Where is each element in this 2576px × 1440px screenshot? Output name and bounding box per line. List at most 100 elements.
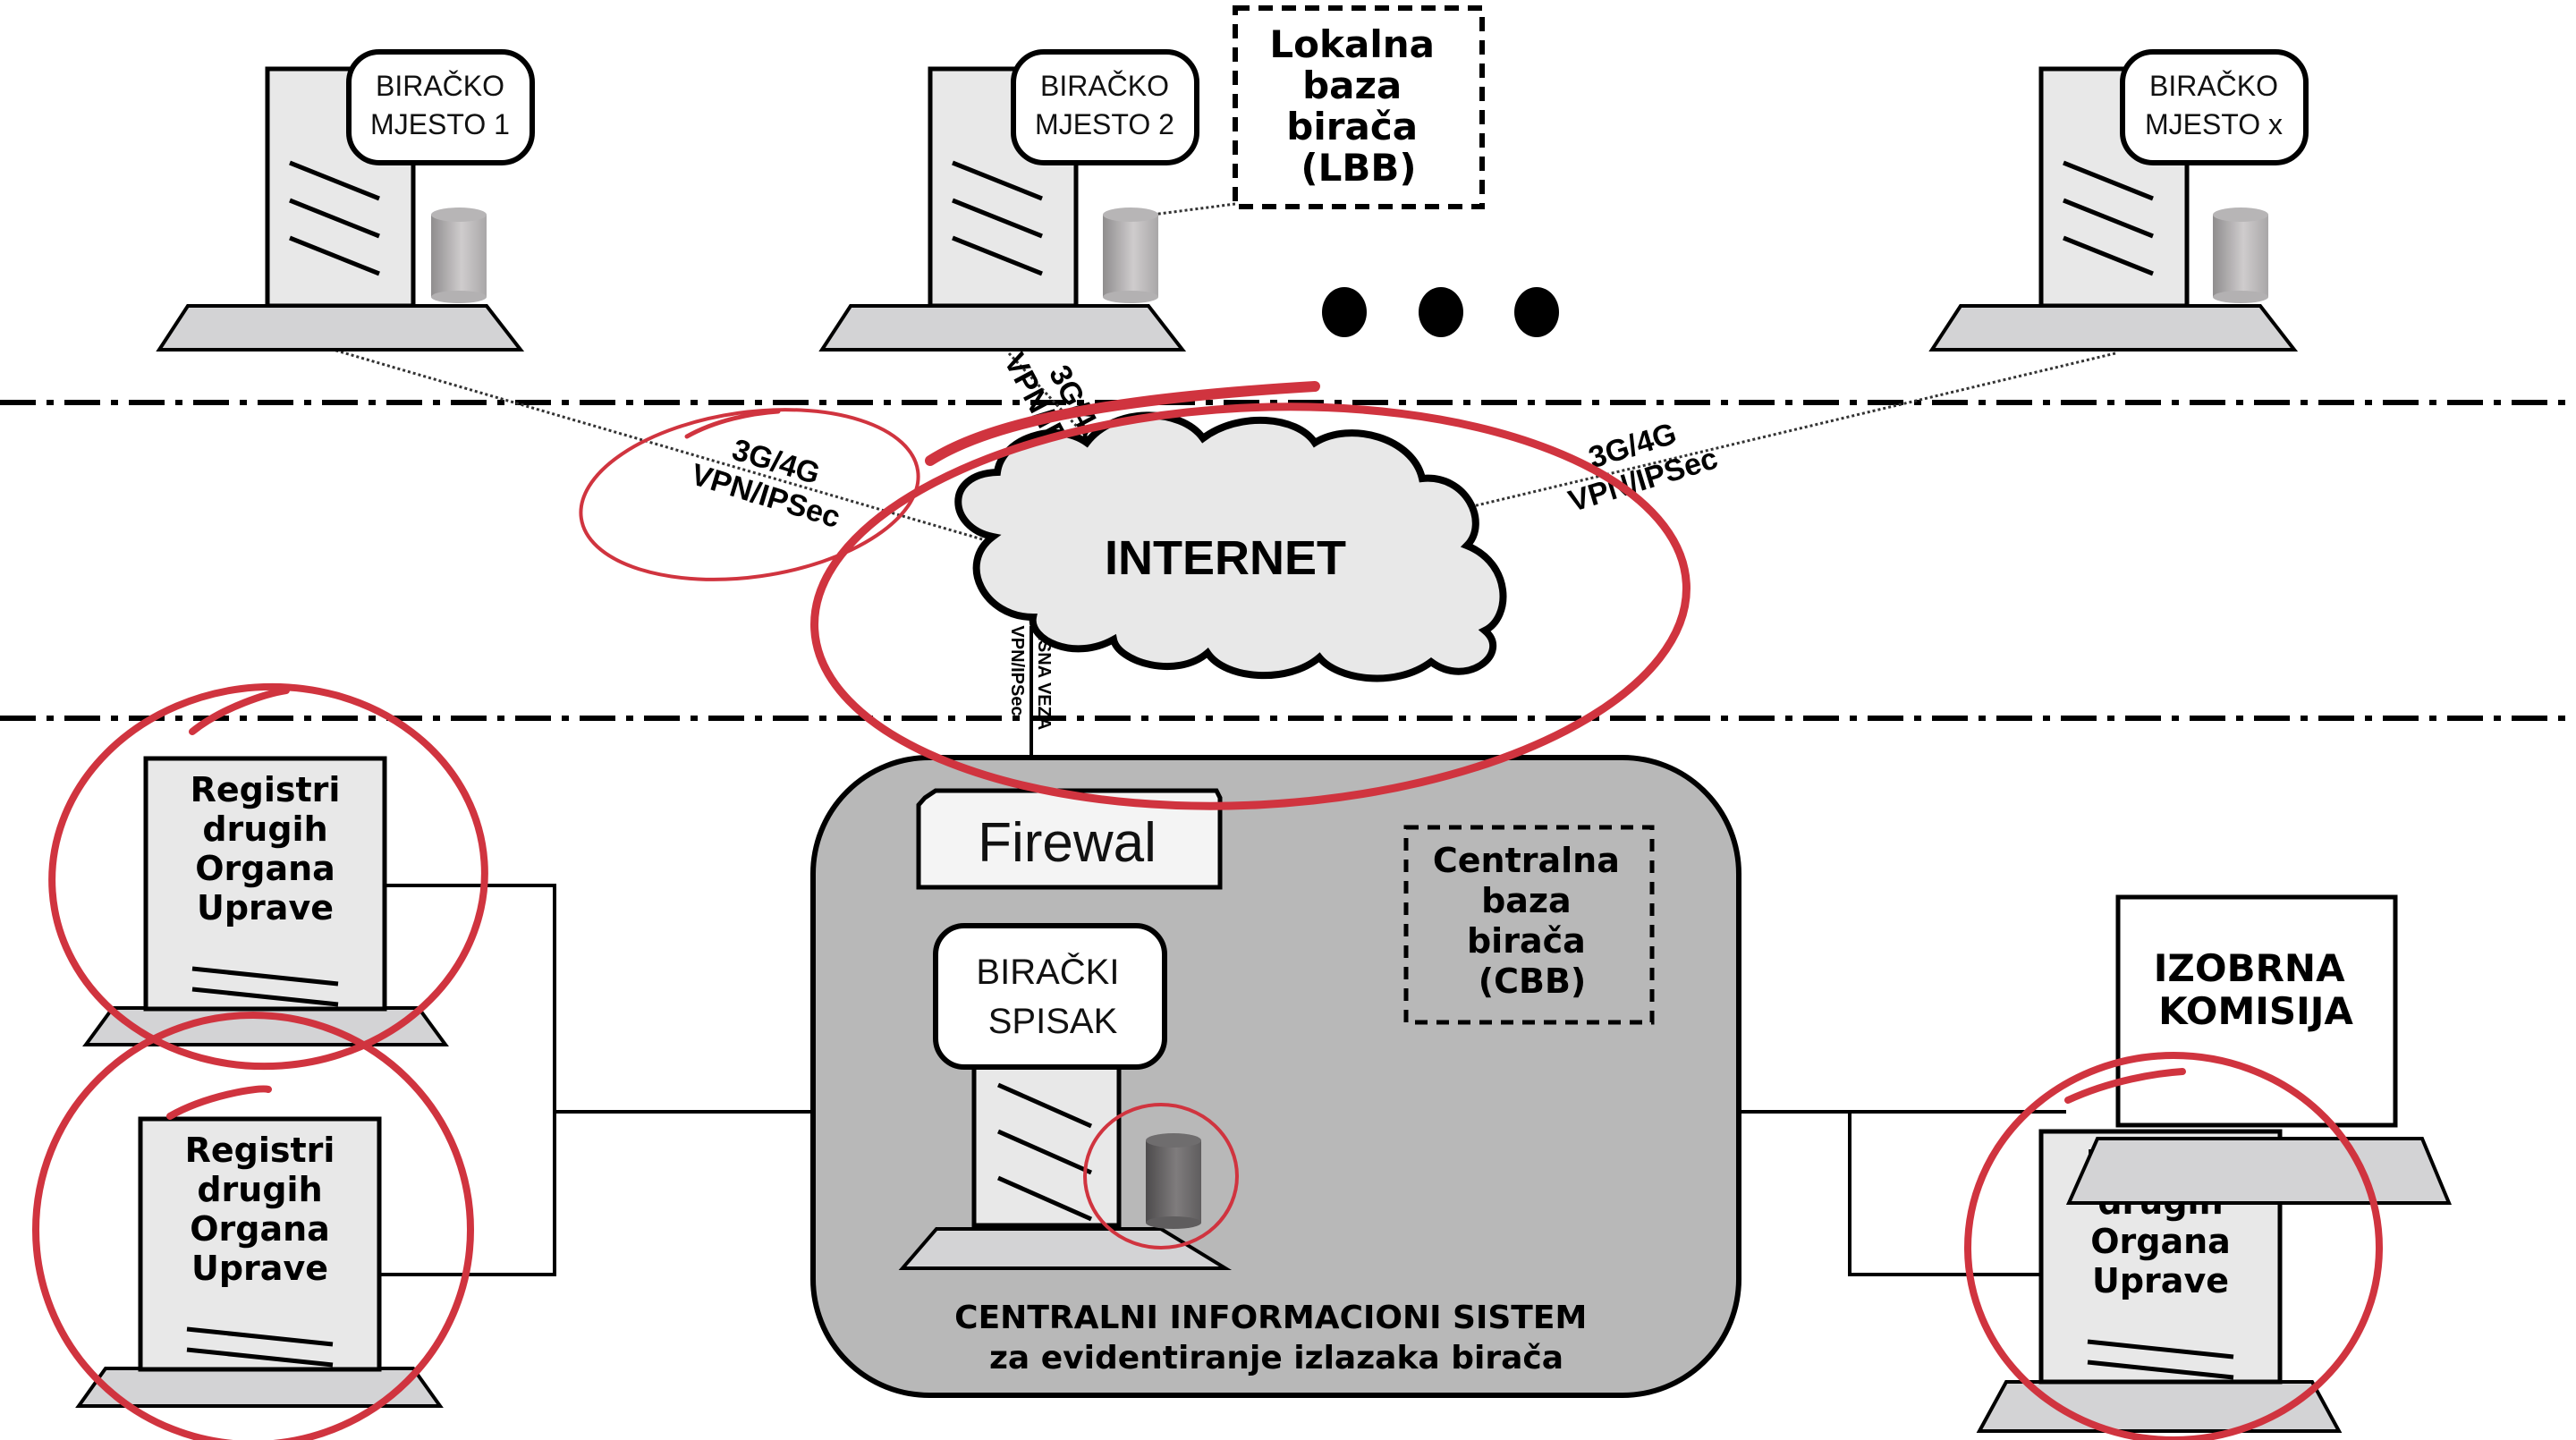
annotation-circle-internet	[810, 402, 1690, 810]
tower-stripe	[952, 160, 1043, 201]
station-label-bubble	[2120, 49, 2309, 165]
link-stationx-internet	[1457, 352, 2116, 512]
central-db-line: (CBB)	[1479, 961, 1587, 1001]
registry-stripe	[2087, 1360, 2234, 1380]
annotation-stroke-registry1	[189, 687, 290, 735]
registry-label-line: Organa	[2090, 1222, 2231, 1261]
local-db-line: baza	[1302, 64, 1402, 107]
registry-label-line: Uprave	[191, 1249, 328, 1288]
tower-stripe	[2063, 160, 2154, 201]
internet-label: INTERNET	[1105, 531, 1346, 585]
registry-tower	[138, 1116, 382, 1372]
station-label-line1: BIRAČKO	[2149, 70, 2278, 102]
annotation-stroke-left-link	[684, 409, 781, 439]
voter-list-line1: BIRAČKI	[976, 952, 1119, 992]
polling-station-2[interactable]: BIRAČKO MJESTO 2	[818, 49, 1199, 352]
annotation-circle-registry1	[48, 682, 488, 1071]
registry-label-line: Uprave	[2092, 1261, 2229, 1300]
annotation-stroke-internet-top	[925, 381, 1320, 466]
tower-stripe	[952, 235, 1043, 276]
registry-label-line: drugih	[202, 809, 327, 849]
central-system-subtitle: za evidentiranje izlazaka birača	[989, 1340, 1563, 1376]
internet-cloud-icon[interactable]: INTERNET	[954, 411, 1507, 682]
central-information-system: Firewal BIRAČKI SPISAK Centralna baza bi…	[810, 755, 1741, 1398]
central-db-box[interactable]: Centralna baza birača (CBB)	[1403, 825, 1655, 1025]
station-label-line1: BIRAČKO	[376, 70, 504, 102]
local-db-box[interactable]: Lokalna baza birača (LBB)	[1233, 5, 1485, 209]
station-label-line1: BIRAČKO	[1040, 70, 1169, 102]
station-db-cylinder-icon	[431, 208, 487, 303]
central-db-line: birača	[1467, 921, 1586, 961]
registry-stripe	[186, 1326, 334, 1347]
local-db-line: birača	[1286, 105, 1418, 148]
tower-stripe	[2063, 198, 2154, 239]
commission-line1: IZOBRNA	[2154, 946, 2345, 990]
station-base	[156, 304, 525, 352]
annotation-circle-registry2	[32, 1012, 474, 1440]
central-db-line: Centralna	[1433, 841, 1620, 880]
svg-text:CENTRALNI INFORMACIONI SISTEM: CENTRALNI INFORMACIONI SISTEM za evident…	[954, 1300, 1598, 1376]
firewall-label: Firewal	[978, 812, 1157, 874]
commission-line2: KOMISIJA	[2158, 989, 2353, 1033]
station-db-cylinder-icon	[2213, 208, 2268, 303]
central-server-base	[898, 1227, 1233, 1270]
svg-text:Lokalna baza birač: Lokalna baza birača (LBB)	[1269, 22, 1447, 190]
tower-stripe	[952, 198, 1043, 239]
station-label-bubble	[346, 49, 535, 165]
registry-stripe	[191, 966, 339, 987]
central-system-title: CENTRALNI INFORMACIONI SISTEM	[954, 1300, 1587, 1336]
annotation-circle-registry3	[1964, 1052, 2383, 1440]
tower-stripe	[289, 198, 380, 239]
registry-base	[1976, 1380, 2343, 1433]
station-label-bubble	[1011, 49, 1199, 165]
svg-text:3G/4GVPN/IPSec: 3G/4GVPN/IPSec	[687, 423, 854, 535]
svg-text:IZOBRNA KOMISIJA: IZOBRNA KOMISIJA	[2154, 946, 2358, 1033]
station-label-line2: MJESTO 1	[370, 108, 510, 140]
tower-stripe	[289, 160, 380, 201]
station-base	[1928, 304, 2299, 352]
link-label-left: 3G/4GVPN/IPSec	[687, 423, 854, 535]
svg-text:Centralna baza: Centralna baza birača (CBB)	[1433, 841, 1631, 1001]
link-right-registry	[1848, 1112, 2041, 1276]
central-db-line: baza	[1481, 881, 1572, 920]
registry-label-line: Registri	[185, 1131, 335, 1170]
red-annotations	[32, 381, 2383, 1440]
link-station2-internet	[1007, 352, 1138, 492]
annotation-circle-left-link	[579, 408, 920, 581]
registry-tower	[143, 756, 387, 1012]
firewall-box[interactable]: Firewal	[916, 788, 1223, 890]
registry-stripe	[186, 1347, 334, 1368]
annotation-stroke-registry3	[2064, 1068, 2186, 1104]
registry-label-line: drugih	[197, 1170, 322, 1209]
local-db-line: (LBB)	[1301, 146, 1416, 190]
station-db-cylinder-icon	[1103, 208, 1158, 303]
more-stations-ellipsis-icon	[1322, 287, 1559, 337]
station-label-line2: MJESTO 2	[1035, 108, 1174, 140]
central-db-cylinder-icon	[1146, 1133, 1201, 1229]
tower-stripe	[2063, 235, 2154, 276]
annotation-stroke-registry2	[166, 1085, 272, 1120]
polling-station-1[interactable]: BIRAČKO MJESTO 1	[156, 49, 535, 352]
registry-label-line: Registri	[191, 770, 341, 809]
registry-label-line: Organa	[195, 849, 335, 888]
registry-stripe	[191, 987, 339, 1007]
annotation-circle-central-db	[1083, 1103, 1239, 1249]
svg-text:BIRAČKI SPISAK: BIRAČKI SPISAK	[976, 952, 1129, 1041]
voter-list-line2: SPISAK	[988, 1002, 1118, 1041]
voter-list-bubble[interactable]: BIRAČKI SPISAK	[933, 923, 1167, 1070]
election-commission[interactable]: IZOBRNA KOMISIJA	[2065, 894, 2452, 1205]
local-db-line: Lokalna	[1269, 22, 1435, 66]
registry-stripe	[2087, 1339, 2234, 1360]
station-base	[818, 304, 1187, 352]
